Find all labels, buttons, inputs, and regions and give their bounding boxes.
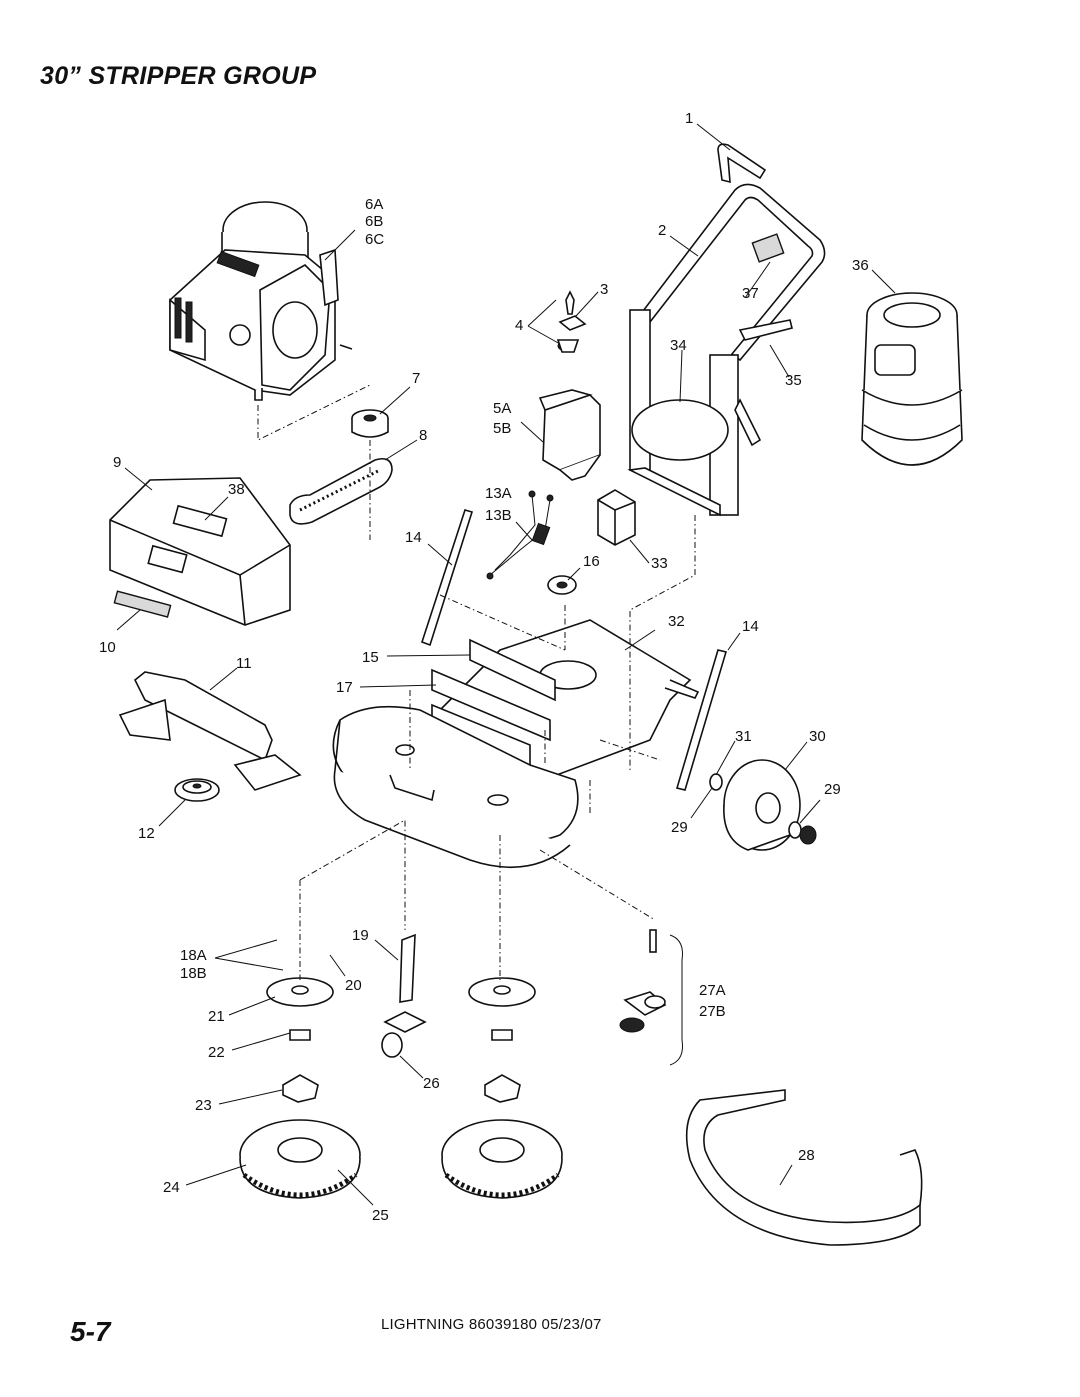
caster-part — [381, 933, 427, 1058]
callout-18b: 18B — [180, 965, 207, 982]
callout-27a: 27A — [699, 982, 726, 999]
callout-35: 35 — [785, 372, 802, 389]
drive-belt-part — [289, 457, 393, 525]
callout-1: 1 — [685, 110, 693, 127]
decal-part — [113, 590, 172, 618]
callout-4: 4 — [515, 317, 523, 334]
callout-29-right: 29 — [824, 781, 841, 798]
handle-frame-part — [627, 183, 826, 517]
callout-18a: 18A — [180, 947, 207, 964]
callout-2: 2 — [658, 222, 666, 239]
callout-36: 36 — [852, 257, 869, 274]
callout-10: 10 — [99, 639, 116, 656]
callout-6a: 6A — [365, 196, 383, 213]
footer-doc-id: LIGHTNING 86039180 05/23/07 — [381, 1316, 602, 1333]
callout-3: 3 — [600, 281, 608, 298]
callout-21: 21 — [208, 1008, 225, 1025]
drive-plate-left — [266, 977, 334, 1103]
battery-part — [597, 489, 636, 546]
callout-5b: 5B — [493, 420, 511, 437]
knob-assembly-part — [556, 290, 587, 353]
callout-labels: 1 2 3 4 5A 5B 6A 6B 6C 7 8 9 10 11 12 13… — [99, 110, 869, 1224]
callout-30: 30 — [809, 728, 826, 745]
page-number: 5-7 — [70, 1316, 111, 1347]
callout-24: 24 — [163, 1179, 180, 1196]
callout-28: 28 — [798, 1147, 815, 1164]
callout-13a: 13A — [485, 485, 512, 502]
bottom-pulley-part — [174, 778, 220, 802]
assembly-lines — [257, 384, 696, 980]
callout-11: 11 — [236, 655, 252, 672]
idler-assembly-part — [619, 929, 667, 1033]
drive-plate-right — [468, 977, 536, 1103]
callout-20: 20 — [345, 977, 362, 994]
leader-lines — [116, 123, 896, 1206]
callout-14-left: 14 — [405, 529, 422, 546]
callout-29-left: 29 — [671, 819, 688, 836]
callout-19: 19 — [352, 927, 369, 944]
brush-left — [239, 1119, 361, 1199]
callout-8: 8 — [419, 427, 427, 444]
bumper-part — [685, 1089, 923, 1246]
callout-17: 17 — [336, 679, 353, 696]
mount-bracket-part — [118, 671, 302, 791]
callout-22: 22 — [208, 1044, 225, 1061]
engine-pulley-part — [351, 409, 389, 438]
grommet-part — [547, 575, 577, 595]
callout-33: 33 — [651, 555, 668, 572]
brush-right — [441, 1119, 563, 1199]
callout-26: 26 — [423, 1075, 440, 1092]
callout-5a: 5A — [493, 400, 511, 417]
engine-part — [169, 201, 353, 401]
callout-37: 37 — [742, 285, 759, 302]
callout-12: 12 — [138, 825, 155, 842]
control-box-part — [538, 389, 601, 481]
callout-6b: 6B — [365, 213, 383, 230]
callout-14-right: 14 — [742, 618, 759, 635]
callout-34: 34 — [670, 337, 687, 354]
belt-cover-part — [109, 477, 291, 626]
main-deck-part — [332, 705, 579, 869]
wheel-part — [709, 759, 817, 851]
callout-23: 23 — [195, 1097, 212, 1114]
callout-32: 32 — [668, 613, 685, 630]
callout-13b: 13B — [485, 507, 512, 524]
callout-15: 15 — [362, 649, 379, 666]
link-bar-part — [421, 509, 728, 791]
propane-tank-part — [861, 292, 963, 466]
callout-16: 16 — [583, 553, 600, 570]
callout-6c: 6C — [365, 231, 384, 248]
handle-grip-part — [717, 143, 767, 184]
page-title: 30” STRIPPER GROUP — [40, 62, 317, 90]
callout-27b: 27B — [699, 1003, 726, 1020]
callout-7: 7 — [412, 370, 420, 387]
callout-38: 38 — [228, 481, 245, 498]
wiring-harness-part — [486, 490, 554, 580]
callout-9: 9 — [113, 454, 121, 471]
callout-31: 31 — [735, 728, 752, 745]
callout-25: 25 — [372, 1207, 389, 1224]
